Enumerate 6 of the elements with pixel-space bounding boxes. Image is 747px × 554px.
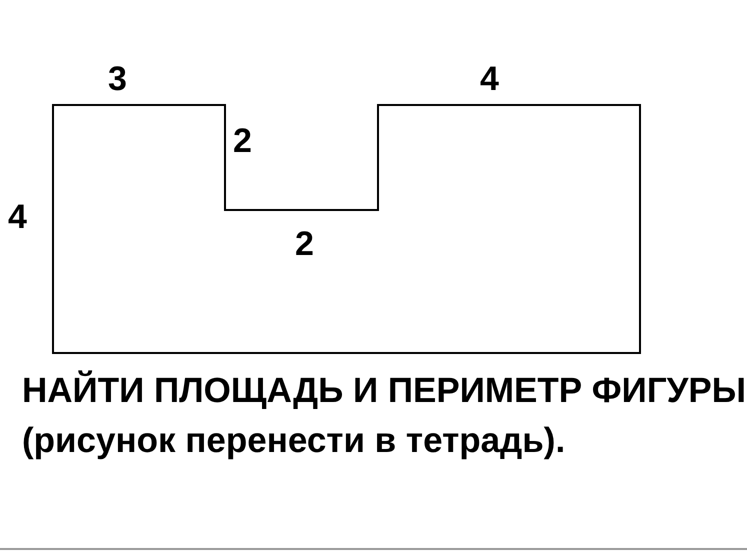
task-text: НАЙТИ ПЛОЩАДЬ И ПЕРИМЕТР ФИГУРЫ (рисунок перенести в тетрадь). — [22, 369, 747, 462]
dimension-label: 2 — [233, 124, 252, 158]
dimension-label: 4 — [8, 200, 27, 234]
dimension-label: 2 — [295, 227, 314, 261]
dimension-label: 4 — [480, 62, 499, 96]
dimension-label: 3 — [108, 62, 127, 96]
